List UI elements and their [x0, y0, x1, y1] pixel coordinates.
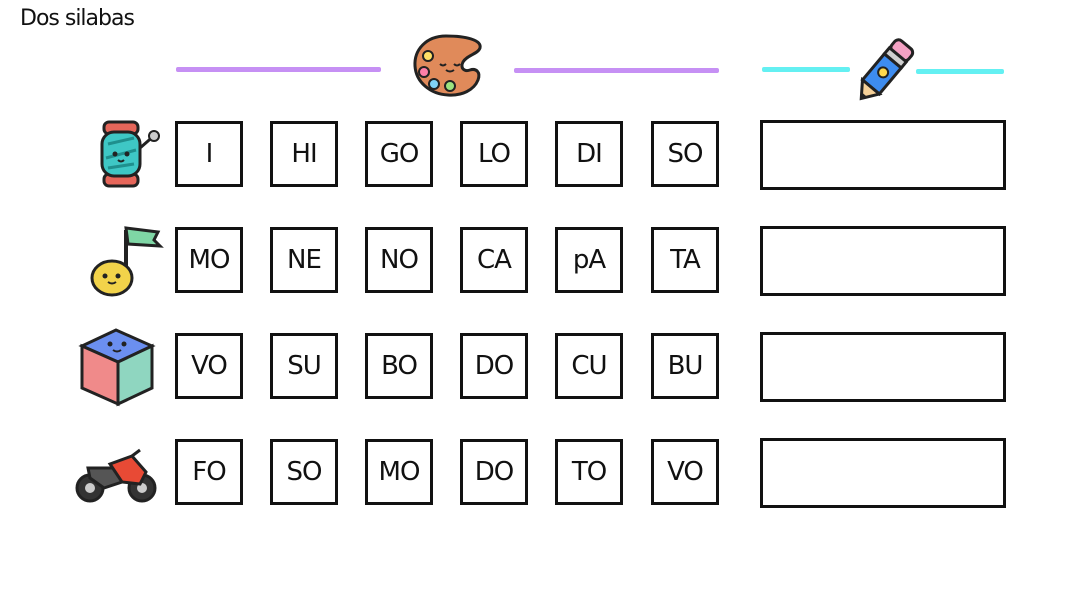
- answer-box[interactable]: [760, 438, 1006, 508]
- syllable-card: HI: [270, 121, 338, 187]
- syllable-card: I: [175, 121, 243, 187]
- header-line-right-a: [762, 67, 850, 72]
- syllable-card: SO: [270, 439, 338, 505]
- syllable-card: VO: [175, 333, 243, 399]
- syllable-card: FO: [175, 439, 243, 505]
- syllable-card: BU: [651, 333, 719, 399]
- pencil-icon: [859, 38, 915, 101]
- syllable-card: CU: [555, 333, 623, 399]
- header-line-left: [176, 67, 381, 72]
- syllable-card: DO: [460, 333, 528, 399]
- header-line-right-b: [916, 69, 1004, 74]
- syllable-card: VO: [651, 439, 719, 505]
- syllable-card: GO: [365, 121, 433, 187]
- cube-icon: [78, 328, 156, 407]
- syllable-card: SO: [651, 121, 719, 187]
- motorcycle-icon: [75, 448, 157, 503]
- syllable-card: MO: [365, 439, 433, 505]
- syllable-card: SU: [270, 333, 338, 399]
- palette-icon: [413, 34, 482, 97]
- thread-spool-icon: [100, 120, 160, 188]
- syllable-card: TA: [651, 227, 719, 293]
- syllable-card: pA: [555, 227, 623, 293]
- syllable-card: NE: [270, 227, 338, 293]
- music-note-icon: [90, 226, 164, 297]
- answer-box[interactable]: [760, 332, 1006, 402]
- page-title: Dos silabas: [20, 6, 135, 31]
- syllable-card: CA: [460, 227, 528, 293]
- syllable-card: MO: [175, 227, 243, 293]
- header-line-middle: [514, 68, 719, 73]
- answer-box[interactable]: [760, 120, 1006, 190]
- syllable-card: DI: [555, 121, 623, 187]
- syllable-card: NO: [365, 227, 433, 293]
- syllable-card: TO: [555, 439, 623, 505]
- syllable-card: LO: [460, 121, 528, 187]
- syllable-card: BO: [365, 333, 433, 399]
- answer-box[interactable]: [760, 226, 1006, 296]
- syllable-card: DO: [460, 439, 528, 505]
